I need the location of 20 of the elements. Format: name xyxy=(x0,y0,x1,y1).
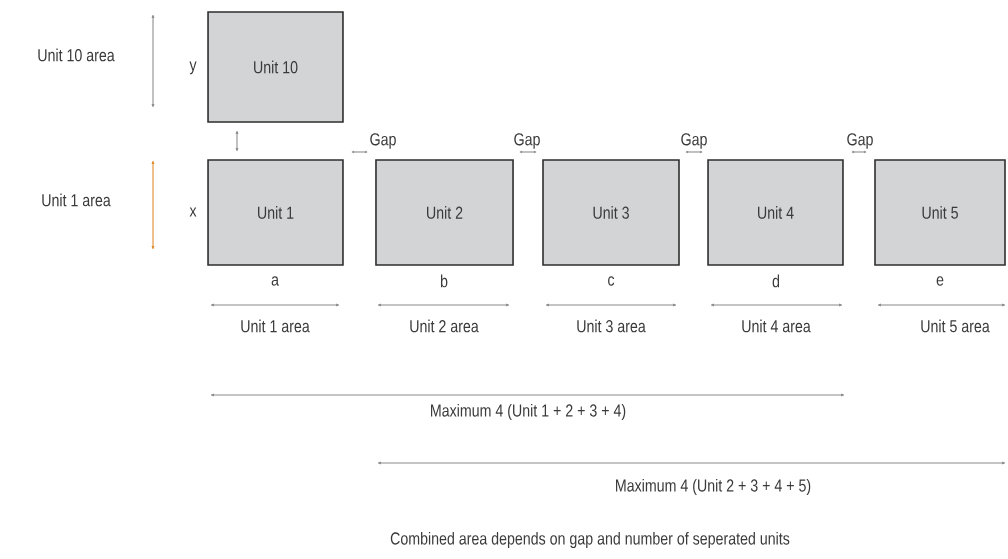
gap-label: Gap xyxy=(847,133,873,149)
area-label: Unit 1 area xyxy=(241,319,310,333)
unit-box: Unit 3 xyxy=(542,159,680,266)
gap-label: Gap xyxy=(370,133,396,149)
gap-label: Gap xyxy=(681,133,707,149)
unit-box: Unit 5 xyxy=(874,159,1006,266)
area-label: Unit 1 area xyxy=(42,193,111,207)
unit-box: Unit 10 xyxy=(207,11,344,123)
gap-label: Gap xyxy=(514,133,540,149)
unit-box: Unit 2 xyxy=(375,159,514,266)
caption: Combined area depends on gap and number of seperated units xyxy=(390,531,790,549)
unit-box: Unit 1 xyxy=(207,159,344,266)
area-label: Unit 5 area xyxy=(921,319,990,333)
span-label: Maximum 4 (Unit 2 + 3 + 4 + 5) xyxy=(616,478,811,496)
area-label: Unit 2 area xyxy=(410,319,479,333)
area-label: Unit 3 area xyxy=(577,319,646,333)
area-label: Unit 4 area xyxy=(742,319,811,333)
area-label: Unit 10 area xyxy=(38,48,115,62)
unit-box: Unit 4 xyxy=(707,159,844,266)
span-label: Maximum 4 (Unit 1 + 2 + 3 + 4) xyxy=(431,403,626,421)
